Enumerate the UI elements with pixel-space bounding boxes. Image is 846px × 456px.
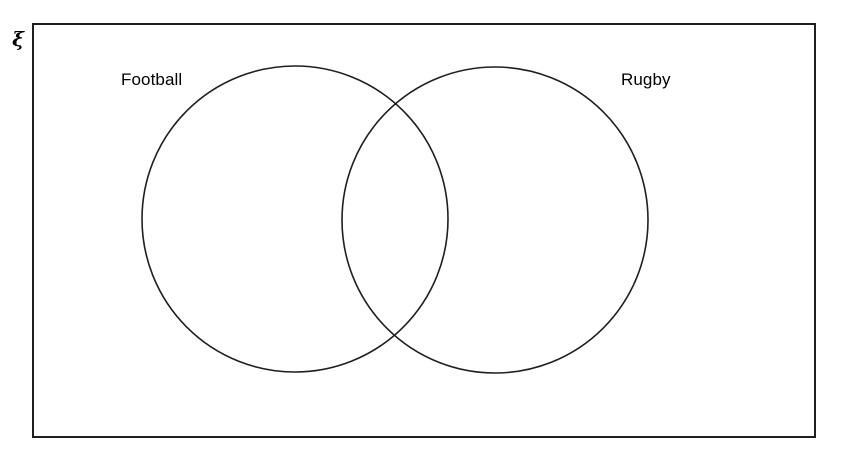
set-label-rugby: Rugby: [621, 70, 671, 89]
region-intersection[interactable]: [360, 170, 430, 280]
set-label-football: Football: [121, 70, 183, 89]
universal-set-symbol: ξ: [12, 27, 24, 51]
region-outside-both-sets[interactable]: [100, 390, 700, 430]
set-circle-football[interactable]: [141, 65, 449, 373]
universal-set-rectangle: [32, 23, 816, 438]
region-rugby-only[interactable]: [470, 170, 650, 290]
region-football-only[interactable]: [150, 170, 330, 290]
set-circle-rugby[interactable]: [341, 66, 649, 374]
